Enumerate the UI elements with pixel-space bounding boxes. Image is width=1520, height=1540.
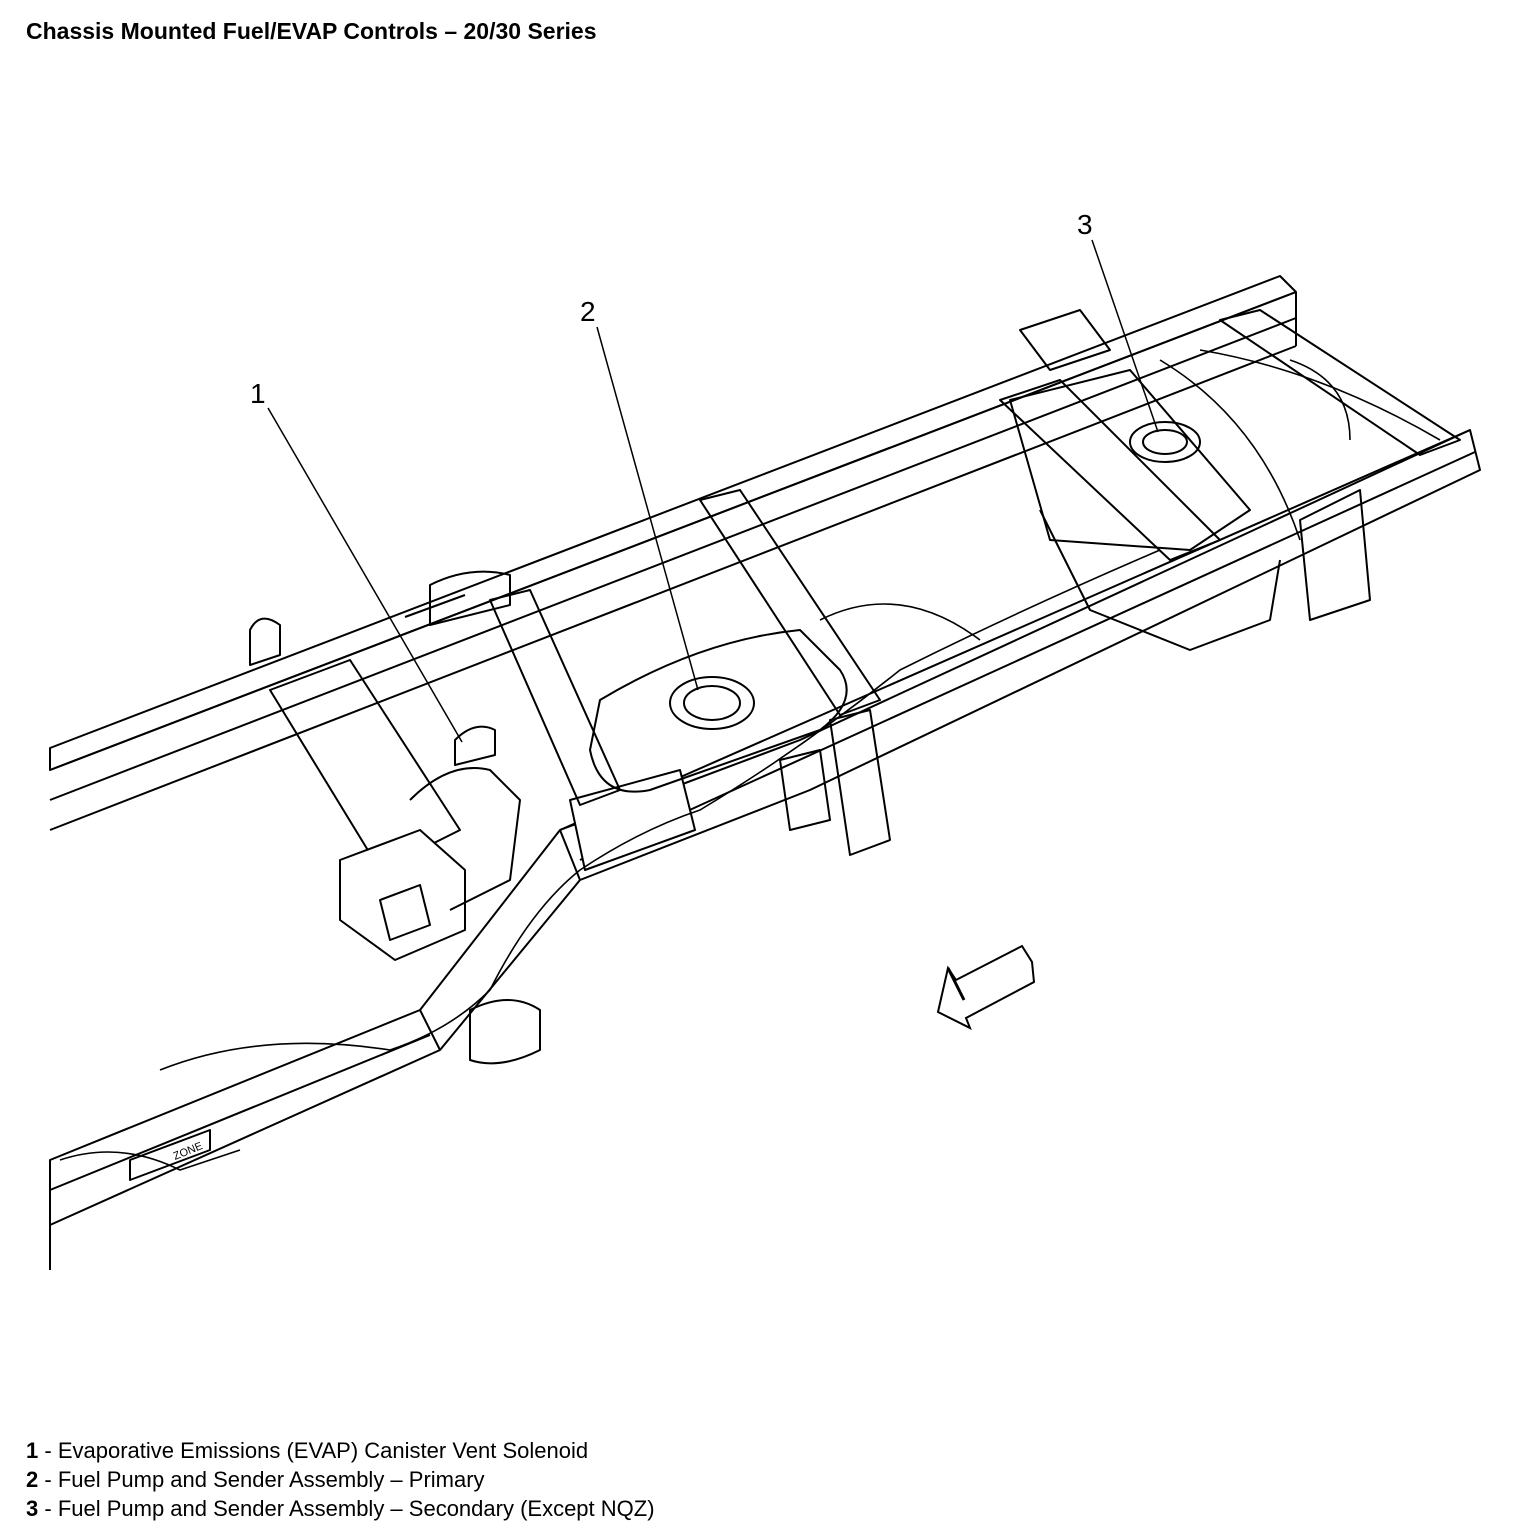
primary-fuel-tank — [589, 629, 848, 793]
callout-2-leader — [596, 326, 699, 691]
page-title: Chassis Mounted Fuel/EVAP Controls – 20/… — [26, 18, 597, 44]
legend-text: Fuel Pump and Sender Assembly – Secondar… — [57, 1496, 655, 1521]
legend-text: Fuel Pump and Sender Assembly – Primary — [57, 1467, 485, 1492]
legend-separator: - — [38, 1438, 58, 1463]
chassis-diagram: ZONE 1 2 3 — [49, 209, 1481, 1270]
callout-1-number: 1 — [250, 378, 266, 409]
legend-separator: - — [38, 1467, 58, 1492]
callout-2-number: 2 — [580, 296, 596, 327]
legend-number: 3 — [26, 1496, 39, 1521]
far-frame-rail — [49, 275, 1297, 831]
callout-1-leader — [267, 407, 463, 743]
legend: 1 - Evaporative Emissions (EVAP) Caniste… — [26, 1436, 655, 1523]
legend-item-2: 2 - Fuel Pump and Sender Assembly – Prim… — [26, 1465, 655, 1494]
callout-3-leader — [1091, 239, 1159, 433]
front-direction-arrow-icon — [936, 944, 1036, 1031]
cross-members — [269, 309, 1461, 871]
legend-separator: - — [38, 1496, 58, 1521]
legend-item-1: 1 - Evaporative Emissions (EVAP) Caniste… — [26, 1436, 655, 1465]
secondary-fuel-tank — [1009, 369, 1281, 651]
callout-3-number: 3 — [1077, 209, 1093, 240]
legend-number: 2 — [26, 1467, 39, 1492]
evap-canister — [339, 725, 521, 961]
near-frame-rail — [49, 429, 1481, 1270]
legend-number: 1 — [26, 1438, 39, 1463]
legend-text: Evaporative Emissions (EVAP) Canister Ve… — [57, 1438, 589, 1463]
legend-item-3: 3 - Fuel Pump and Sender Assembly – Seco… — [26, 1494, 655, 1523]
fuel-lines-harness — [59, 349, 1441, 1171]
